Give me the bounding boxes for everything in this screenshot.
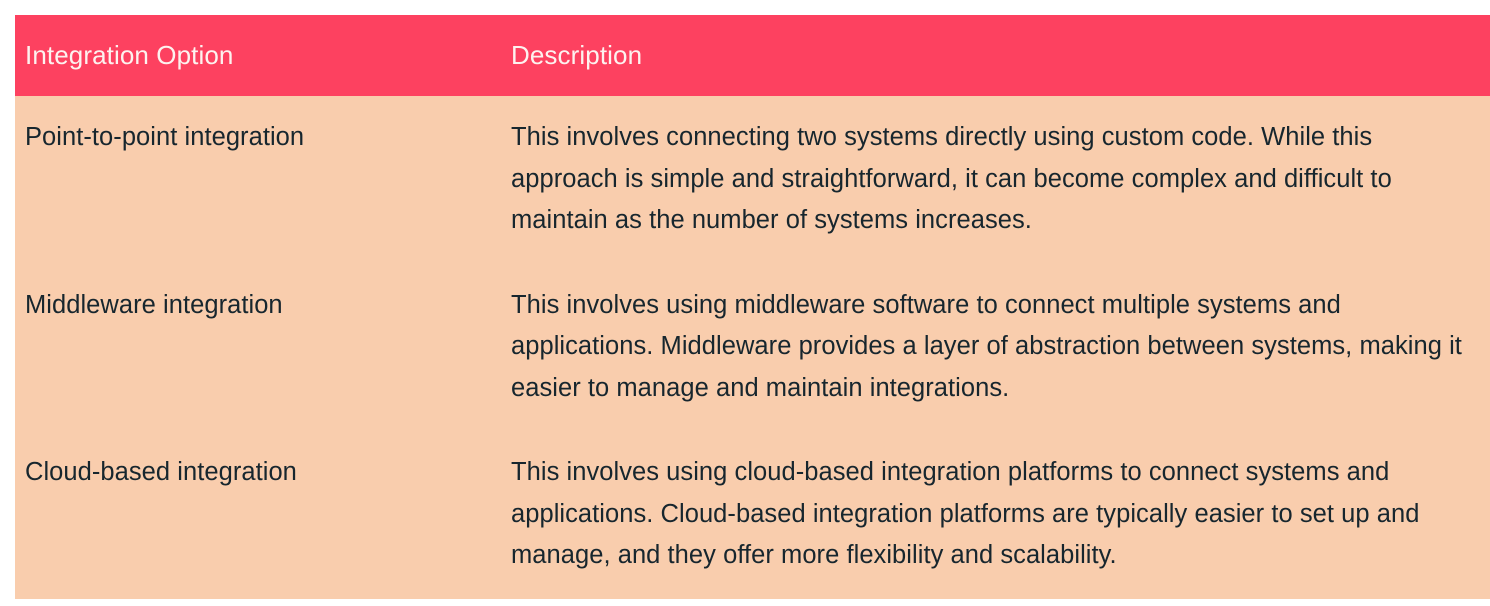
cell-description: This involves connecting two systems dir… [501, 96, 1490, 264]
cell-description: This involves using middleware software … [501, 264, 1490, 432]
cell-integration-option: Middleware integration [25, 290, 283, 319]
column-header-description: Description [511, 40, 643, 70]
description-text: This involves using middleware software … [511, 290, 1462, 402]
table-row: Cloud-based integration This involves us… [15, 431, 1490, 599]
table-body: Point-to-point integration This involves… [15, 96, 1490, 599]
integration-options-table: Integration Option Description Point-to-… [15, 15, 1490, 599]
cell-integration-option: Cloud-based integration [25, 458, 297, 486]
table-row: Point-to-point integration This involves… [15, 96, 1490, 264]
table-header: Integration Option Description [15, 15, 1490, 96]
description-text: This involves connecting two systems dir… [511, 123, 1392, 234]
table-header-row: Integration Option Description [15, 15, 1490, 96]
table-row: Middleware integration This involves usi… [15, 264, 1490, 432]
integration-options-table-container: Integration Option Description Point-to-… [15, 15, 1490, 599]
column-header-integration-option: Integration Option [25, 40, 234, 70]
cell-description: This involves using cloud-based integrat… [501, 431, 1490, 599]
cell-integration-option: Point-to-point integration [25, 123, 305, 151]
description-text: This involves using cloud-based integrat… [511, 458, 1420, 569]
